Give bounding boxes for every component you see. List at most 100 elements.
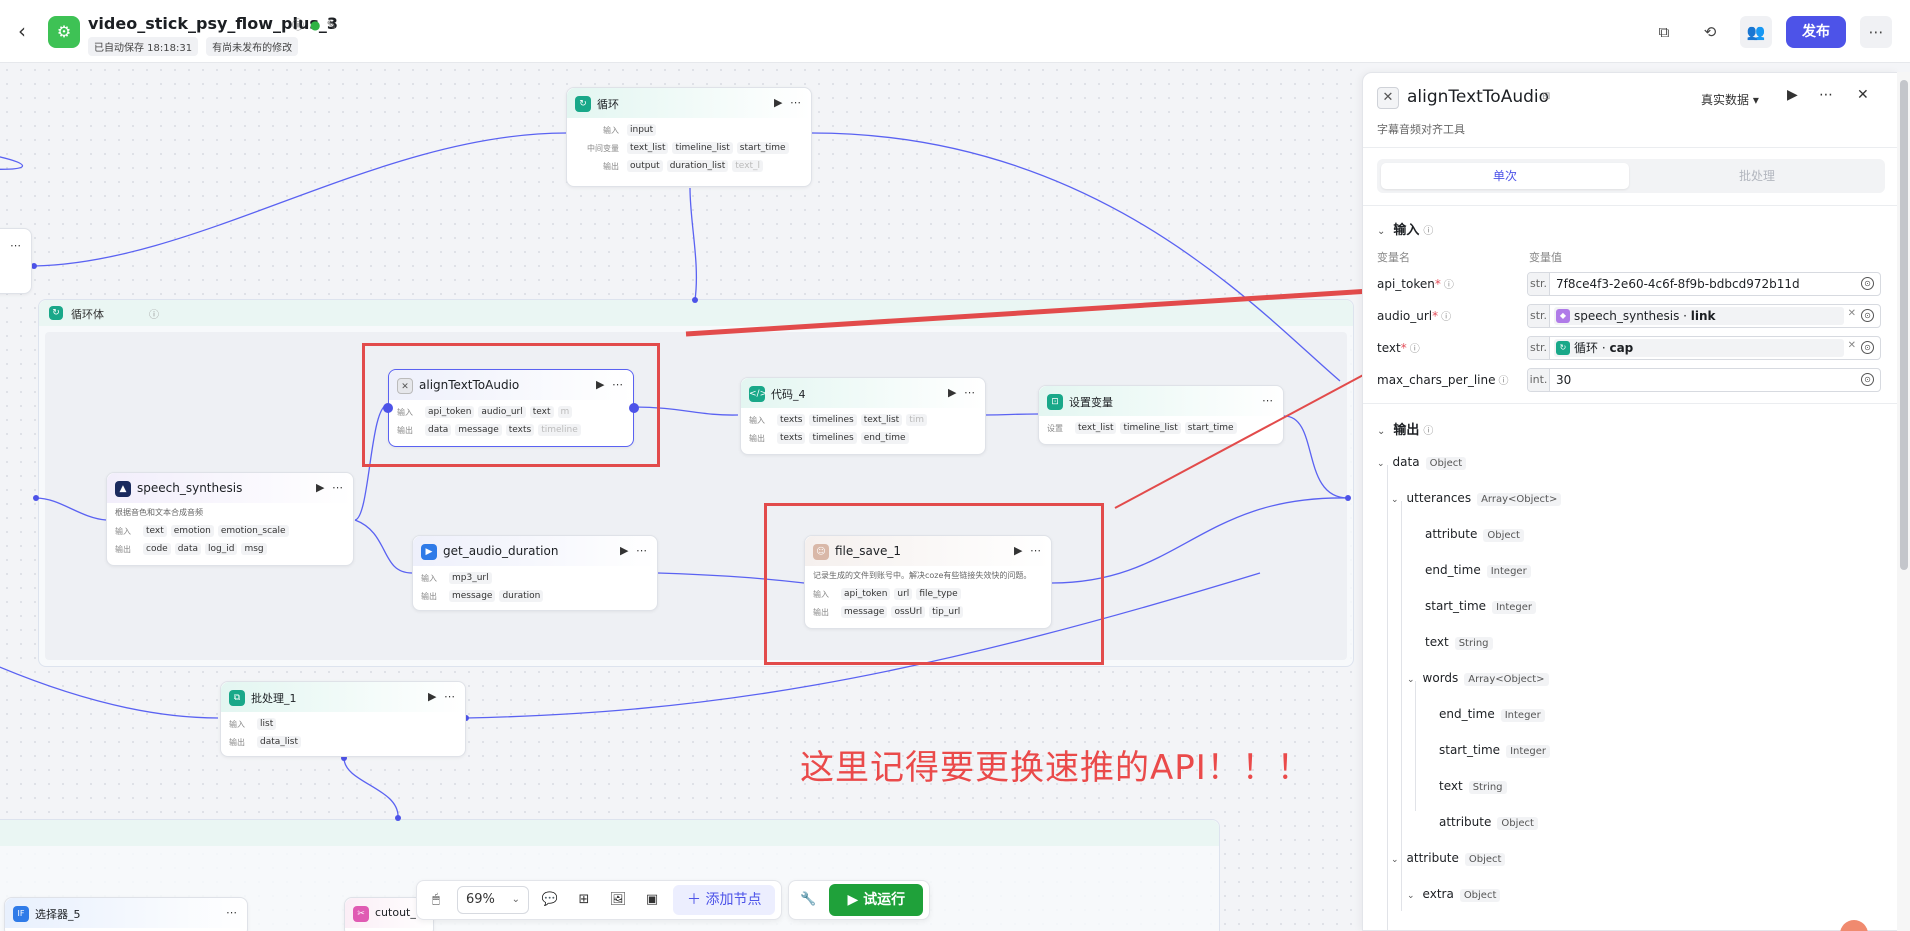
- more-icon[interactable]: ⋯: [226, 906, 239, 919]
- workflow-canvas[interactable]: ↻ 循环体 ⓘ: [0, 63, 1360, 931]
- more-icon[interactable]: ⋯: [1819, 87, 1833, 103]
- workflow-logo-icon: ⚙: [48, 16, 80, 48]
- image-icon[interactable]: 🖼: [609, 892, 627, 907]
- input-port[interactable]: [383, 403, 393, 413]
- field-audio-url-label: audio_url*ⓘ: [1377, 309, 1452, 323]
- scrollbar-thumb[interactable]: [1900, 80, 1908, 570]
- node-file-save-1[interactable]: ☺ file_save_1 ▶ ⋯ 记录生成的文件到账号中。解决coze有些链接…: [804, 535, 1052, 629]
- text-input[interactable]: str. ↻循环 · cap ✕ ⊙: [1527, 336, 1881, 360]
- collaborators-icon[interactable]: 👥: [1740, 16, 1772, 48]
- data-mode-select[interactable]: 真实数据 ▾: [1701, 93, 1759, 107]
- code-icon: </>: [749, 386, 767, 402]
- tools-icon[interactable]: 🔧: [800, 892, 817, 907]
- tab-single[interactable]: 单次: [1381, 163, 1629, 189]
- bottom-toolbar: 🖱 69%⌄ 💬 ⊞ 🖼 ▣ ＋ 添加节点 🔧 ▶ 试运行: [416, 880, 938, 920]
- audio-url-input[interactable]: str. ◆speech_synthesis · link ✕ ⊙: [1527, 304, 1881, 328]
- clear-icon[interactable]: ✕: [1847, 340, 1856, 351]
- back-arrow-icon[interactable]: ‹: [18, 19, 26, 43]
- tab-batch[interactable]: 批处理: [1738, 169, 1775, 183]
- loop-icon: ↻: [1556, 341, 1570, 355]
- chevron-down-icon: ⌄: [511, 894, 520, 905]
- node-title: file_save_1: [835, 544, 901, 558]
- speech-icon: ▲: [115, 481, 131, 497]
- node-detail-panel: ✕ alignTextToAudio ⊟ 字幕音频对齐工具 真实数据 ▾ ▶ ⋯…: [1362, 72, 1898, 931]
- api-token-input[interactable]: str. 7f8ce4f3-2e60-4c6f-8f9b-bdbcd972b11…: [1527, 272, 1881, 296]
- audio-icon: ▶: [421, 544, 437, 560]
- more-icon[interactable]: ⋯: [10, 239, 23, 252]
- output-port[interactable]: [629, 403, 639, 413]
- panel-scrollbar[interactable]: [1897, 72, 1910, 931]
- clear-icon[interactable]: ✕: [1847, 308, 1856, 319]
- layout-icon[interactable]: ⊞: [578, 892, 590, 907]
- highlight-box-align: [362, 343, 660, 467]
- publish-button[interactable]: 发布: [1786, 16, 1846, 48]
- edit-icon[interactable]: ✎: [326, 18, 337, 32]
- floating-button[interactable]: [1840, 920, 1868, 931]
- speech-icon: ◆: [1556, 309, 1570, 323]
- run-more-icon[interactable]: ▶ ⋯: [316, 481, 345, 494]
- node-title: 代码_4: [771, 388, 806, 401]
- run-more-icon[interactable]: ▶ ⋯: [1014, 544, 1043, 557]
- comment-icon[interactable]: 💬: [541, 892, 559, 907]
- info-icon: ⓘ: [1441, 312, 1452, 323]
- history-icon[interactable]: ⟲: [1703, 23, 1717, 41]
- variable-ref-icon[interactable]: ⊙: [1861, 277, 1874, 290]
- node-title: speech_synthesis: [137, 481, 243, 495]
- zoom-select[interactable]: 69%⌄: [457, 886, 529, 914]
- run-more-icon[interactable]: ▶ ⋯: [948, 386, 977, 399]
- minimap-icon[interactable]: ▣: [645, 892, 659, 907]
- info-icon: ⓘ: [1443, 280, 1454, 291]
- run-icon[interactable]: ▶: [1787, 87, 1798, 103]
- info-icon[interactable]: ⓘ: [292, 18, 305, 32]
- chevron-down-icon: ⌄: [1377, 459, 1385, 469]
- more-icon[interactable]: ⋯: [1262, 394, 1275, 407]
- variable-ref-icon[interactable]: ⊙: [1861, 341, 1874, 354]
- chevron-down-icon: ⌄: [1391, 855, 1399, 865]
- run-more-icon[interactable]: ▶ ⋯: [774, 96, 803, 109]
- add-node-button[interactable]: ＋ 添加节点: [673, 885, 776, 915]
- mouse-mode-icon[interactable]: 🖱: [432, 892, 440, 907]
- loop-icon: ↻: [575, 96, 591, 112]
- info-icon: ⓘ: [149, 310, 159, 321]
- plugin-icon: ⊟: [1542, 91, 1551, 102]
- run-more-icon[interactable]: ▶ ⋯: [596, 378, 625, 391]
- panel-title: alignTextToAudio: [1407, 87, 1550, 107]
- copy-icon[interactable]: ⧉: [1658, 23, 1670, 41]
- close-icon[interactable]: ✕: [1377, 87, 1399, 109]
- close-panel-icon[interactable]: ✕: [1857, 87, 1869, 103]
- node-title: get_audio_duration: [443, 544, 559, 558]
- check-circle-icon: ●: [310, 18, 321, 32]
- run-more-icon[interactable]: ▶ ⋯: [428, 690, 457, 703]
- chevron-down-icon: ⌄: [1407, 675, 1415, 685]
- run-more-icon[interactable]: ▶ ⋯: [620, 544, 649, 557]
- variable-ref-icon[interactable]: ⊙: [1861, 309, 1874, 322]
- more-icon[interactable]: ⋯: [1860, 16, 1892, 48]
- max-chars-input[interactable]: int. 30 ⊙: [1527, 368, 1881, 392]
- node-description: 记录生成的文件到账号中。解决coze有些链接失效快的问题。: [813, 571, 1032, 580]
- node-selector-5[interactable]: IF 选择器_5 ⋯: [4, 897, 248, 931]
- col-value-header: 变量值: [1529, 251, 1562, 264]
- node-title: 循环: [597, 98, 619, 111]
- variable-ref-icon[interactable]: ⊙: [1861, 373, 1874, 386]
- node-partial-left[interactable]: ⋯: [0, 228, 32, 294]
- node-title: cutout_: [375, 906, 416, 919]
- test-run-button[interactable]: ▶ 试运行: [829, 884, 924, 916]
